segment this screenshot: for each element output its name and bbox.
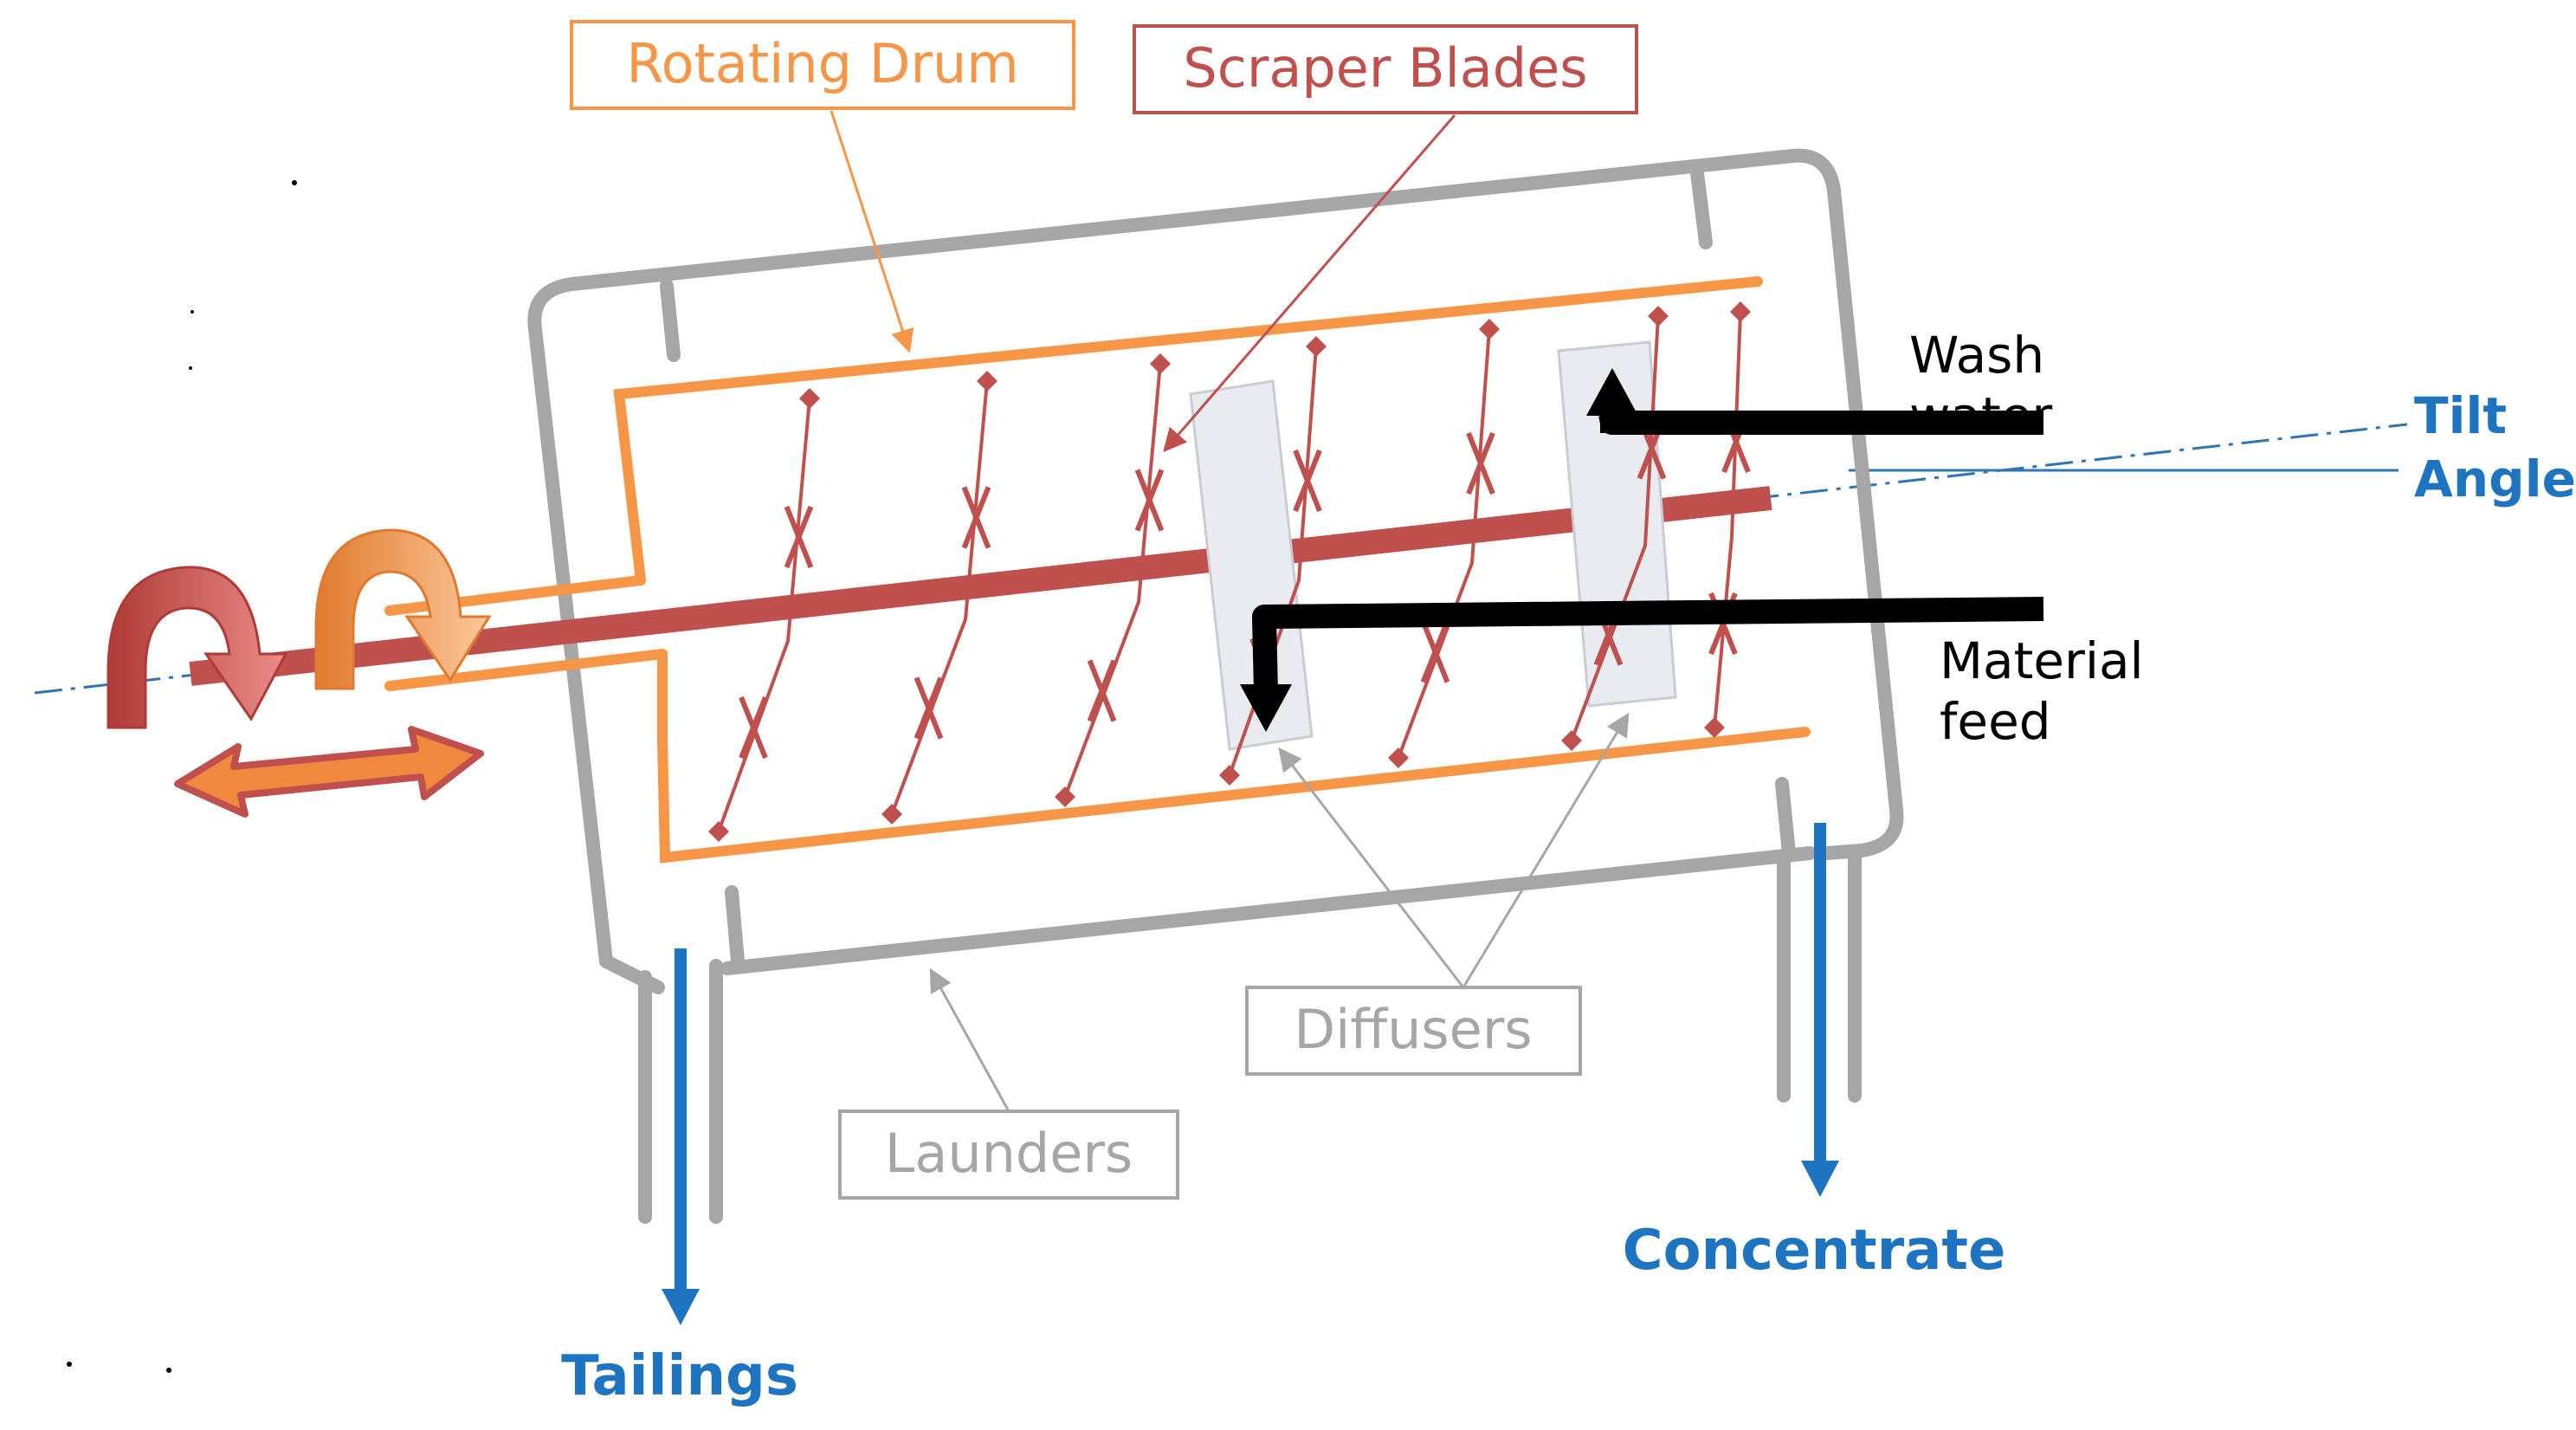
scraper-blade-x [914, 676, 944, 740]
scraper-blade-x [1087, 659, 1117, 722]
drum-bottom-wall [657, 727, 1811, 864]
scraper-blade-x [784, 505, 814, 569]
scraper-blades [708, 301, 1751, 842]
rotation-icon-orange [314, 528, 492, 690]
scraper-blade-tip [977, 371, 997, 391]
scraper-blade-tip [1648, 306, 1669, 327]
label-scraper-blades-text: Scraper Blades [1183, 36, 1587, 100]
scraper-blade-tip [799, 388, 820, 409]
label-material-feed-line1: Material [1940, 631, 2144, 690]
scraper-blade-tip [1219, 765, 1240, 786]
scraper-blade-tip [1388, 747, 1409, 768]
rotation-icon-red [107, 566, 288, 729]
scraper-blade-tip [708, 821, 729, 842]
label-diffusers: Diffusers [1245, 712, 1630, 1076]
housing-tab-bottom-right [1775, 777, 1796, 860]
scraper-blade-x [1420, 620, 1450, 683]
diffuser-1 [1189, 379, 1314, 751]
wash-water-arrowhead [1586, 368, 1638, 416]
scraper-blade-tip [1479, 319, 1500, 340]
scraper-blade-tip [1055, 786, 1075, 807]
label-launders: Launders [838, 967, 1179, 1200]
label-rotating-drum-text: Rotating Drum [626, 32, 1018, 95]
tailings-flow-arrow [662, 948, 700, 1325]
scraper-blade [717, 398, 811, 832]
housing-tab-bottom-left [725, 885, 745, 968]
stray-dots [67, 180, 297, 1373]
material-feed-arrowhead [1240, 684, 1292, 732]
scraper-blade-tip [1730, 301, 1751, 322]
launder-line [720, 846, 1817, 975]
scraper-blade-tip [1150, 353, 1171, 374]
concentrate-flow-arrow [1801, 823, 1839, 1197]
scraper-blade-x [961, 486, 991, 549]
label-wash-water-line1: Wash [1909, 326, 2044, 385]
label-scraper-blades: Scraper Blades [1133, 24, 1638, 453]
scraper-blade [1570, 315, 1660, 741]
label-tilt-line1: Tilt [2414, 386, 2507, 445]
label-material-feed-line2: feed [1940, 692, 2051, 751]
scraper-blade [1063, 363, 1162, 798]
housing [527, 148, 1904, 1224]
scraper-blade-x [1466, 431, 1495, 495]
scraper-blade [1713, 311, 1742, 728]
label-rotating-drum: Rotating Drum [570, 20, 1075, 353]
scraper-blade-x [1293, 449, 1322, 513]
scraper-blade-x [1134, 469, 1165, 532]
label-launders-text: Launders [885, 1122, 1133, 1185]
label-diffusers-text: Diffusers [1294, 998, 1532, 1061]
scraper-blade-x [739, 696, 768, 760]
housing-outer [527, 148, 1904, 994]
housing-tab-top-left [660, 279, 681, 362]
scraper-blade-tip [1561, 730, 1582, 751]
material-feed-arrow [1240, 597, 2044, 732]
drum-neck-bottom [384, 649, 668, 691]
wash-water-arrow [1586, 368, 2043, 435]
scraper-blade [1228, 346, 1318, 776]
label-concentrate: Concentrate [1623, 1219, 2006, 1283]
scraper-blade-tip [1306, 336, 1327, 357]
scraper-blade [890, 380, 989, 815]
label-tilt-line2: Angle [2414, 450, 2576, 508]
drum-top-wall [613, 276, 1763, 586]
scraper-blade [1397, 328, 1491, 759]
oscillation-arrow-icon [174, 726, 484, 818]
housing-tab-top-right [1690, 166, 1713, 249]
scraper-blade-tip [1704, 717, 1725, 738]
label-wash-water-line2: water [1909, 386, 2052, 445]
label-tailings: Tailings [561, 1344, 798, 1408]
scraper-blade-tip [881, 804, 902, 825]
